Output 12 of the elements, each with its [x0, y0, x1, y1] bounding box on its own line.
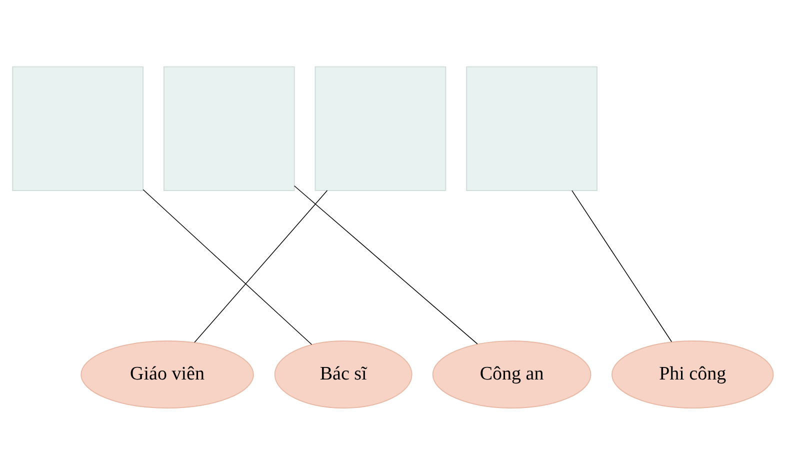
- node-ellipse: Giáo viên: [80, 340, 254, 409]
- connector: [572, 190, 672, 342]
- connector: [142, 189, 312, 345]
- node-ellipse: Bác sĩ: [274, 340, 412, 409]
- node-box: [466, 66, 598, 191]
- connector: [194, 190, 328, 343]
- node-ellipse: Phi công: [612, 340, 774, 409]
- node-box: [12, 66, 144, 191]
- node-box: [314, 66, 446, 191]
- node-ellipse: Công an: [432, 340, 592, 409]
- node-box: [163, 66, 295, 191]
- connector: [294, 186, 478, 344]
